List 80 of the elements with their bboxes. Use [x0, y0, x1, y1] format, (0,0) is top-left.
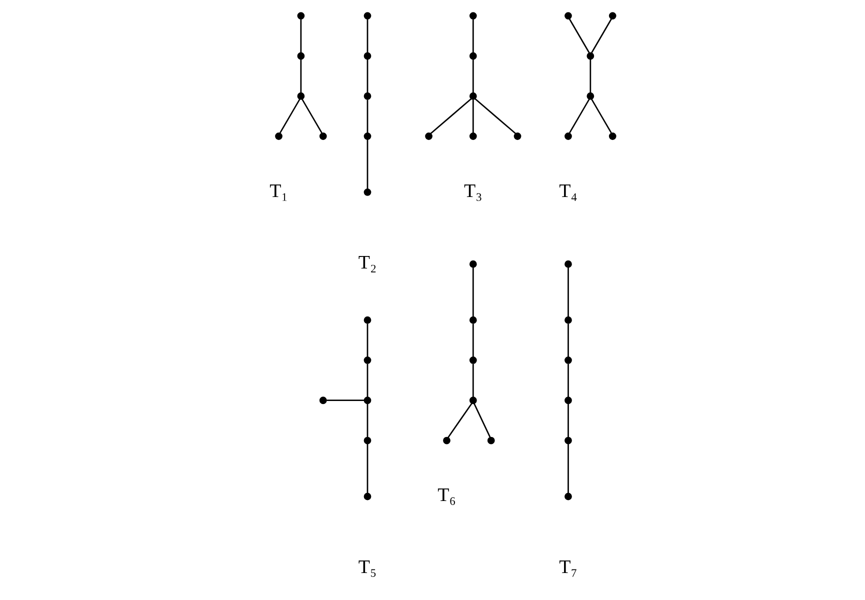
- connector: [567, 267, 568, 317]
- connector: [366, 444, 368, 494]
- connector: [472, 60, 474, 93]
- node-circle: [363, 52, 371, 60]
- connector: [366, 100, 368, 134]
- node-circle: [363, 316, 371, 324]
- node-circle: [468, 260, 476, 268]
- node-circle: [363, 12, 371, 20]
- node-circle: [608, 12, 616, 20]
- connector: [472, 19, 474, 53]
- connector: [300, 19, 302, 53]
- connector: [472, 403, 490, 438]
- connector: [567, 444, 568, 494]
- connector: [472, 364, 474, 398]
- connector: [300, 60, 302, 93]
- node-circle: [424, 132, 432, 140]
- node-circle: [296, 12, 304, 20]
- connector: [472, 100, 474, 134]
- connector: [590, 18, 612, 53]
- connector: [366, 324, 368, 357]
- node-circle: [468, 356, 476, 364]
- connector: [430, 98, 472, 134]
- node-circle: [564, 396, 572, 404]
- node-circle: [486, 436, 494, 444]
- node-circle: [586, 52, 594, 60]
- node-circle: [564, 132, 572, 140]
- node-circle: [363, 396, 371, 404]
- node-circle: [468, 12, 476, 20]
- node-circle: [564, 316, 572, 324]
- node-circle: [468, 52, 476, 60]
- node-circle: [363, 132, 371, 140]
- connector: [366, 60, 368, 93]
- label: T₁: [269, 180, 288, 202]
- node-circle: [468, 396, 476, 404]
- node-circle: [318, 132, 326, 140]
- node-circle: [363, 436, 371, 444]
- connector: [366, 364, 368, 398]
- node-circle: [468, 132, 476, 140]
- connector: [366, 404, 368, 438]
- connector: [366, 19, 368, 53]
- connector: [326, 400, 364, 402]
- label: T₇: [558, 557, 577, 578]
- node-circle: [363, 492, 371, 500]
- connector: [446, 403, 472, 438]
- node-circle: [468, 92, 476, 100]
- connector: [301, 98, 322, 134]
- node-circle: [586, 92, 594, 100]
- connector: [568, 98, 590, 134]
- node-circle: [296, 92, 304, 100]
- node-circle: [363, 92, 371, 100]
- node-circle: [564, 356, 572, 364]
- connector: [567, 364, 568, 398]
- node-circle: [363, 356, 371, 364]
- connector: [567, 404, 568, 438]
- node-circle: [296, 52, 304, 60]
- connector: [589, 60, 591, 93]
- connector: [278, 98, 300, 134]
- node-circle: [513, 132, 521, 140]
- node-circle: [274, 132, 282, 140]
- connector: [590, 98, 612, 134]
- connector: [472, 324, 474, 357]
- node-circle: [564, 492, 572, 500]
- label: T₅: [358, 557, 376, 578]
- node-circle: [363, 188, 371, 196]
- node-circle: [468, 316, 476, 324]
- label: T₂: [358, 252, 376, 274]
- connector: [472, 267, 474, 317]
- label: T₆: [437, 485, 456, 506]
- node-circle: [564, 260, 572, 268]
- label: T₄: [558, 180, 577, 202]
- connector: [474, 98, 516, 134]
- node-circle: [608, 132, 616, 140]
- node-circle: [442, 436, 450, 444]
- node-circle: [318, 396, 326, 404]
- node-circle: [564, 436, 572, 444]
- node-circle: [564, 12, 572, 20]
- label: T₃: [464, 180, 482, 202]
- connector: [568, 18, 590, 53]
- connector: [567, 324, 568, 357]
- connector: [366, 140, 368, 189]
